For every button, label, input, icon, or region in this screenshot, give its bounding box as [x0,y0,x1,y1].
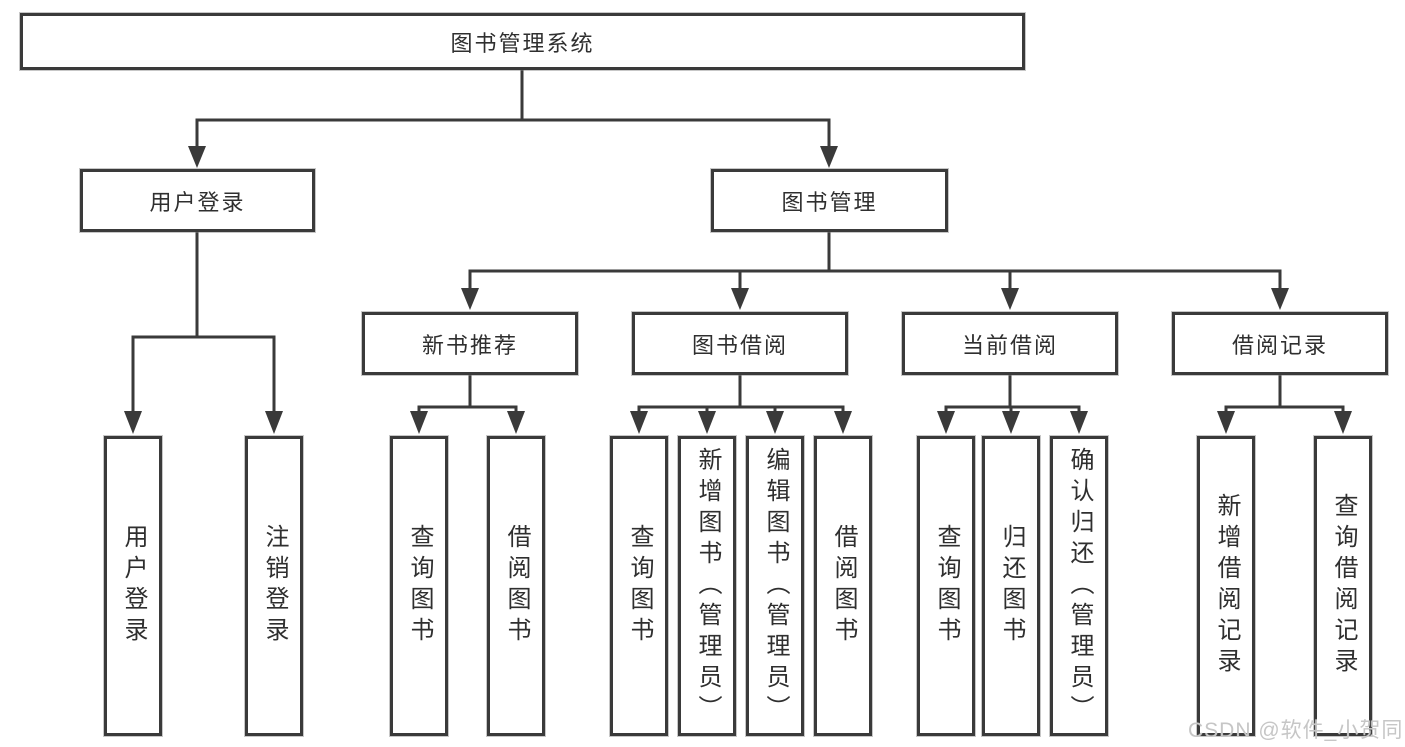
leaf-recommend-borrow-book: 借阅图书 [487,436,545,736]
csdn-watermark: CSDN @软件_小贺同学 [1188,719,1404,742]
leaf-recommend-borrow-book-label: 借阅图书 [503,524,530,648]
leaf-add-book-admin: 新增图书（管理员） [678,436,736,736]
node-new-book-recommend-label: 新书推荐 [421,332,518,358]
leaf-confirm-return-admin: 确认归还（管理员） [1050,436,1108,736]
leaf-return-book: 归还图书 [982,436,1040,736]
node-user-login: 用户登录 [80,169,315,232]
leaf-query-borrow-record: 查询借阅记录 [1314,436,1372,736]
connector-user-login-split [131,230,276,416]
node-book-management: 图书管理 [711,169,948,232]
leaf-return-book-label: 归还图书 [998,524,1025,648]
leaf-borrow-query-book-label: 查询图书 [626,524,653,648]
node-book-borrow-label: 图书借阅 [691,332,788,358]
node-book-borrow: 图书借阅 [632,312,848,375]
leaf-add-borrow-record-label: 新增借阅记录 [1213,493,1240,679]
connector-root-split [195,68,831,152]
connector-new-book-split [417,373,518,416]
leaf-user-login-label: 用户登录 [120,524,147,648]
leaf-add-borrow-record: 新增借阅记录 [1197,436,1255,736]
node-new-book-recommend: 新书推荐 [362,312,578,375]
connector-book-management-split [468,230,1282,294]
leaf-edit-book-admin: 编辑图书（管理员） [746,436,804,736]
arrowheads [124,146,1352,434]
node-borrow-record-label: 借阅记录 [1231,332,1328,358]
leaf-add-book-admin-label: 新增图书（管理员） [694,446,721,726]
node-current-borrow-label: 当前借阅 [961,332,1058,358]
leaf-borrow-book: 借阅图书 [814,436,872,736]
leaf-current-query-book-label: 查询图书 [933,524,960,648]
leaf-edit-book-admin-label: 编辑图书（管理员） [762,446,789,726]
leaf-confirm-return-admin-label: 确认归还（管理员） [1066,446,1093,726]
node-library-system: 图书管理系统 [20,13,1025,70]
leaf-logout-label: 注销登录 [261,524,288,648]
node-book-management-label: 图书管理 [781,189,878,215]
leaf-borrow-book-label: 借阅图书 [830,524,857,648]
connector-borrow-record-split [1224,373,1345,416]
leaf-borrow-query-book: 查询图书 [610,436,668,736]
leaf-query-borrow-record-label: 查询借阅记录 [1330,493,1357,679]
leaf-recommend-query-book-label: 查询图书 [406,524,433,648]
node-library-system-label: 图书管理系统 [450,30,595,56]
connector-book-borrow-split [637,373,845,416]
leaf-user-login: 用户登录 [104,436,162,736]
leaf-recommend-query-book: 查询图书 [390,436,448,736]
node-user-login-label: 用户登录 [149,189,246,215]
leaf-current-query-book: 查询图书 [917,436,975,736]
node-current-borrow: 当前借阅 [902,312,1118,375]
node-borrow-record: 借阅记录 [1172,312,1388,375]
leaf-logout: 注销登录 [245,436,303,736]
connector-current-borrow-split [944,373,1081,416]
